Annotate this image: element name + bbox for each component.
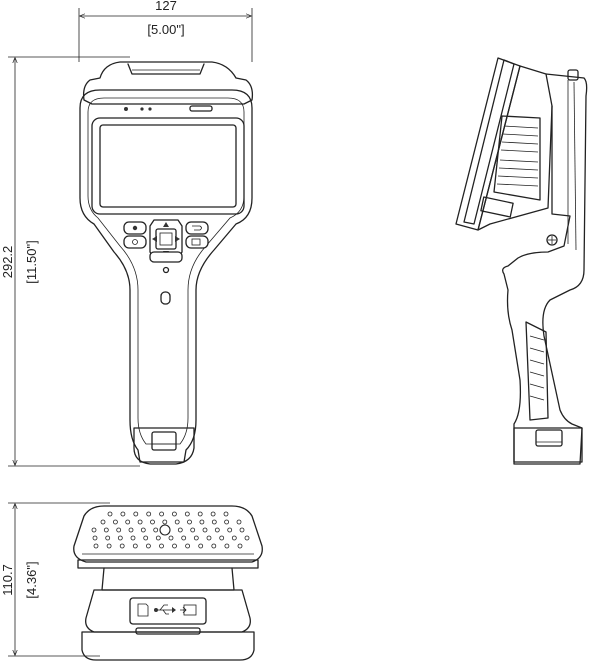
speaker-hole [106,543,112,549]
display-bezel [91,117,245,215]
speaker-hole [130,535,136,541]
speaker-hole [119,543,125,549]
speaker-hole [91,527,97,533]
hdmi-icon [180,604,197,616]
depth-value: 110.7 [0,564,15,596]
speaker-hole [116,527,122,533]
mode-button-right [185,235,209,249]
height-dimension: 292.2 [11.50"] [0,56,140,467]
width-dimension: 127 [5.00"] [78,0,253,62]
speaker-hole [236,519,242,525]
speaker-hole [140,527,146,533]
speaker-hole [92,535,98,541]
status-light [148,107,152,111]
height-inch: [11.50"] [24,240,39,283]
screw [546,234,558,246]
trigger-indicator [162,266,170,274]
speaker-hole [219,535,225,541]
speaker-hole [193,535,199,541]
speaker-hole [153,527,159,533]
side-view [455,57,588,465]
speaker-hole [211,519,217,525]
speaker-hole [113,519,118,525]
power-button [149,251,183,263]
speaker-hole [155,535,161,541]
port-panel [129,597,207,625]
light-sensor [189,105,213,112]
speaker-hole [168,535,174,541]
width-value: 127 [155,0,177,13]
speaker-hole [187,519,192,525]
speaker-hole [214,527,220,533]
speaker-hole [237,543,243,549]
speaker-hole [202,527,208,533]
speaker-hole [132,543,138,549]
speaker-hole [159,511,165,517]
sd-card-icon [137,603,149,617]
speaker-hole [146,511,152,517]
speaker-hole [244,535,250,541]
speaker-hole [185,543,191,549]
speaker-hole [206,535,212,541]
height-value: 292.2 [0,246,15,279]
speaker-hole [224,543,230,549]
speaker-hole [100,519,106,525]
speaker-hole [184,511,190,517]
speaker-hole [105,535,111,541]
speaker-hole [211,543,217,549]
speaker-hole [103,527,109,533]
speaker-hole [145,543,151,549]
speaker-hole [190,527,196,533]
grip-ribs [525,321,549,421]
speaker-hole [150,519,155,525]
bottom-view [73,505,263,661]
speaker-hole [239,527,245,533]
speaker-hole [133,511,139,517]
depth-dimension: 110.7 [4.36"] [0,502,110,657]
display-screen [99,124,237,208]
speaker-hole [224,519,230,525]
speaker-hole [174,519,180,525]
status-light [140,107,144,111]
speaker-hole [223,511,229,517]
speaker-hole [159,543,164,549]
front-view [79,61,254,465]
back-button [185,221,209,235]
speaker-hole [197,511,203,517]
keypad [123,219,209,263]
speaker-hole [162,519,168,525]
width-inch: [5.00"] [147,22,184,37]
speaker-hole [181,535,187,541]
speaker-hole [172,543,177,549]
usb-icon [154,604,176,615]
status-light [124,107,128,111]
speaker-hole [137,519,143,525]
speaker-hole [231,535,237,541]
speaker-hole [128,527,134,533]
speaker-holes [91,511,250,549]
dpad-center [155,228,177,250]
depth-inch: [4.36"] [24,561,39,598]
speaker-hole [177,527,183,533]
speaker-hole [120,511,126,517]
speaker-hole [107,511,113,517]
speaker-hole [198,543,204,549]
speaker-hole [199,519,205,525]
strap-hole [160,291,171,305]
speaker-hole [93,543,99,549]
speaker-hole [171,511,177,517]
mode-button-left [123,235,147,249]
speaker-hole [125,519,131,525]
speaker-hole [210,511,216,517]
tripod-mount [159,524,171,536]
speaker-hole [143,535,149,541]
speaker-hole [227,527,233,533]
speaker-hole [117,535,123,541]
